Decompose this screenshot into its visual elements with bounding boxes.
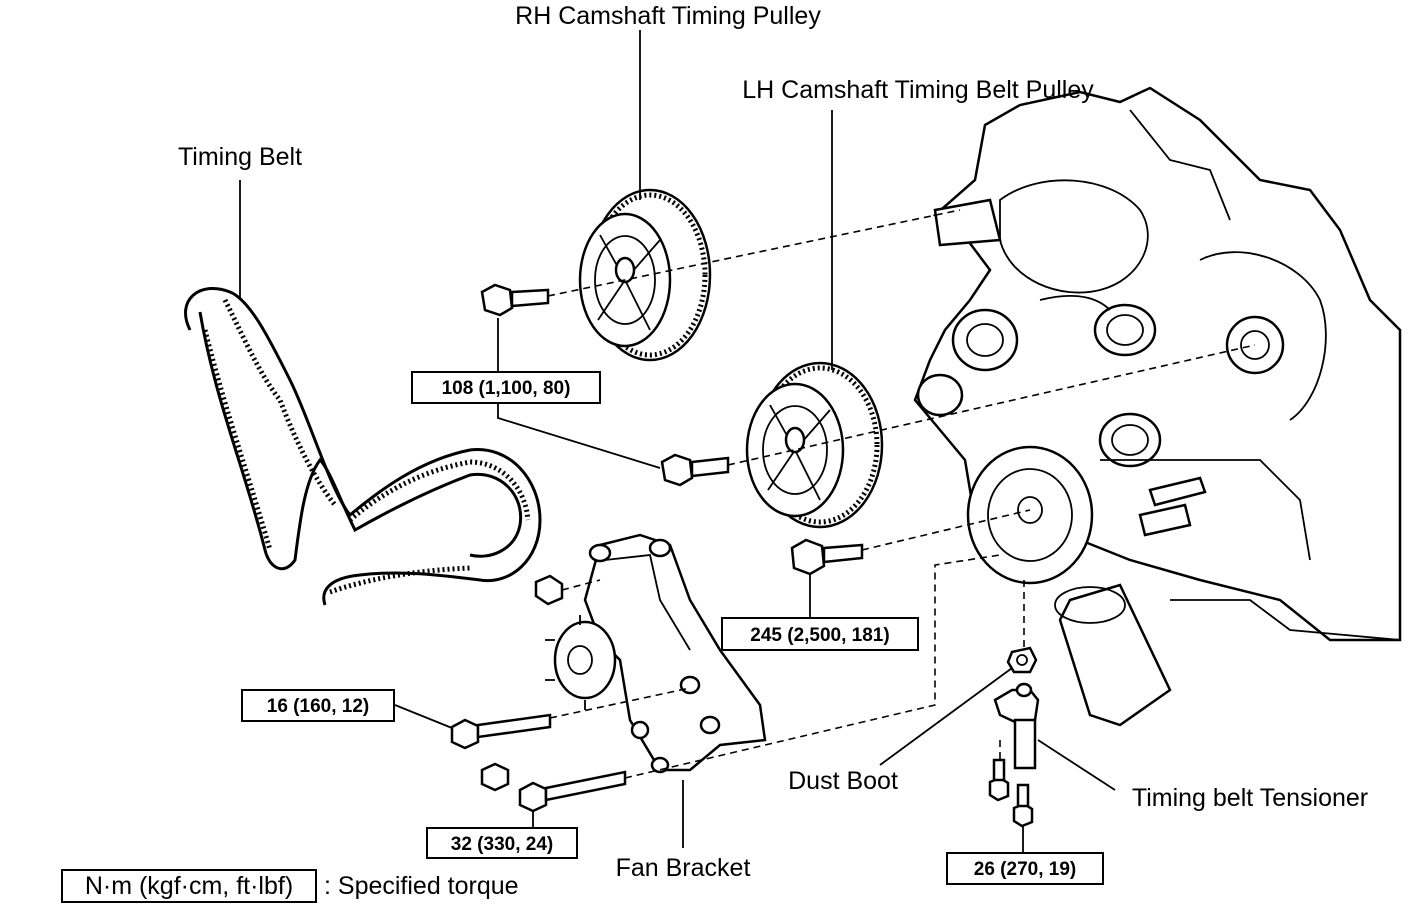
crank-bolt bbox=[790, 538, 864, 576]
tensioner-bolt-1 bbox=[988, 758, 1010, 802]
bracket-nut bbox=[480, 762, 510, 792]
alignment-lines bbox=[547, 209, 1256, 779]
torque-value-32: 32 (330, 24) bbox=[451, 834, 553, 855]
bracket-bolt-32 bbox=[518, 770, 627, 813]
torque-value-26: 26 (270, 19) bbox=[974, 859, 1076, 880]
rh-camshaft-pulley bbox=[578, 188, 712, 362]
lh-camshaft-pulley bbox=[745, 361, 884, 529]
torque-value-16: 16 (160, 12) bbox=[267, 696, 369, 717]
tensioner-part bbox=[993, 682, 1040, 770]
fan-bracket-label: Fan Bracket bbox=[616, 854, 751, 882]
dust-boot-label: Dust Boot bbox=[788, 767, 898, 795]
fan-bracket-part bbox=[534, 533, 767, 774]
bracket-bolt-16 bbox=[450, 713, 552, 750]
lh-pulley-label: LH Camshaft Timing Belt Pulley bbox=[742, 76, 1094, 104]
tensioner-bolt-2 bbox=[1012, 783, 1034, 828]
timing-belt-part bbox=[184, 286, 542, 606]
torque-box-tensioner: 26 (270, 19) bbox=[946, 852, 1104, 885]
torque-legend: N·m (kgf·cm, ft·lbf) : Specified torque bbox=[61, 869, 519, 903]
torque-box-bracket-lower: 32 (330, 24) bbox=[426, 827, 578, 859]
cam-bolt-rh bbox=[480, 283, 550, 317]
leader-lines bbox=[239, 30, 1116, 853]
torque-box-cam-bolts: 108 (1,100, 80) bbox=[411, 371, 601, 404]
tensioner-label: Timing belt Tensioner bbox=[1132, 784, 1368, 812]
dust-boot-part bbox=[1006, 646, 1038, 674]
torque-box-bracket-upper: 16 (160, 12) bbox=[241, 689, 395, 722]
timing-belt-label: Timing Belt bbox=[178, 143, 302, 171]
engine-block bbox=[913, 86, 1402, 727]
torque-box-crank-bolt: 245 (2,500, 181) bbox=[721, 617, 919, 651]
torque-value-crank: 245 (2,500, 181) bbox=[750, 625, 889, 646]
cam-bolt-lh bbox=[660, 453, 730, 487]
legend-unit-box-text: N·m (kgf·cm, ft·lbf) bbox=[85, 872, 293, 900]
torque-value-cam: 108 (1,100, 80) bbox=[442, 378, 571, 399]
rh-pulley-label: RH Camshaft Timing Pulley bbox=[515, 2, 821, 30]
legend-description: : Specified torque bbox=[324, 872, 519, 900]
